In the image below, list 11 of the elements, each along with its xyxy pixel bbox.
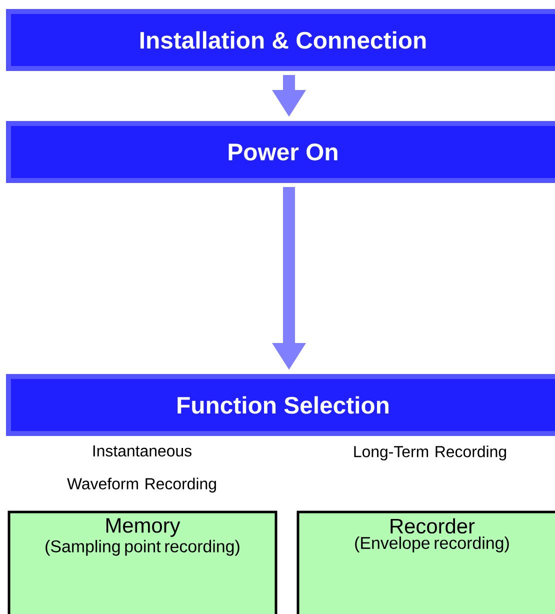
step-box — [6, 374, 555, 436]
step-box — [6, 9, 555, 71]
step-label: Installation & Connection — [140, 31, 426, 49]
step-label: Function Selection — [178, 396, 388, 414]
mode-label: Memory (Sampling point recording) — [46, 518, 240, 556]
mode-label: Recorder (Envelope recording) — [355, 518, 509, 552]
mode-box — [8, 510, 278, 614]
mode-box — [296, 510, 555, 614]
step-label: Power On — [228, 144, 338, 160]
step-box — [6, 121, 555, 183]
mode-caption: Instantaneous Waveform Recording — [67, 445, 216, 493]
